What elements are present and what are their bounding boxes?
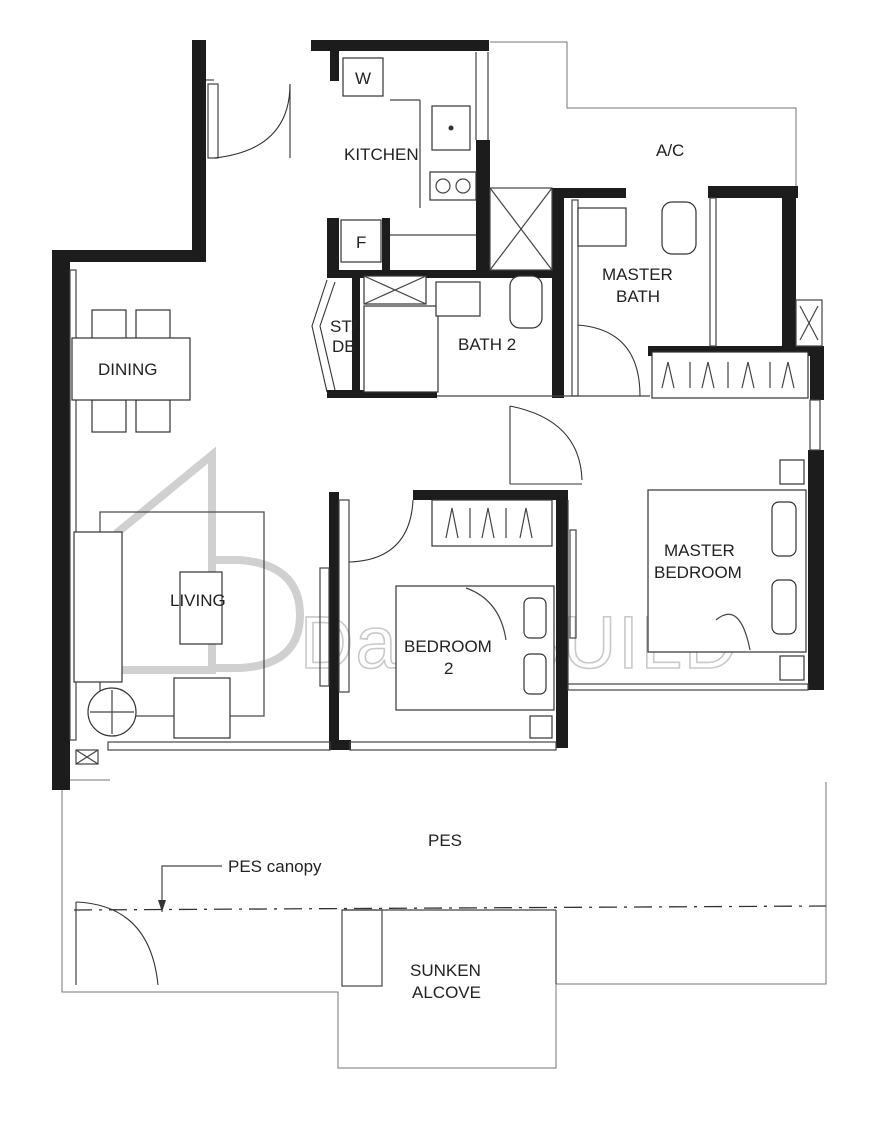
washer-label: W: [355, 69, 371, 88]
label-dining: DINING: [98, 360, 158, 379]
label-pes-canopy: PES canopy: [228, 857, 322, 876]
interior-lines: [69, 52, 823, 765]
label-master-bath-2: BATH: [616, 287, 660, 306]
master-bath-fittings: [577, 201, 809, 399]
stove-icon: [429, 171, 477, 201]
basin-icon: [577, 207, 627, 247]
toilet-icon: [661, 201, 697, 255]
label-sunken-1: SUNKEN: [410, 961, 481, 980]
bath2-fittings: [363, 275, 543, 393]
dining-set: [71, 309, 191, 433]
kitchen-fittings: W F: [340, 57, 477, 263]
wardrobe-icon: [431, 499, 553, 547]
label-master-bedroom-1: MASTER: [664, 541, 735, 560]
sofa: [73, 531, 123, 683]
label-living: LIVING: [170, 591, 226, 610]
fridge-label: F: [356, 233, 366, 252]
walls: [52, 40, 824, 790]
label-bedroom2-2: 2: [444, 659, 453, 678]
doors: [75, 83, 641, 986]
living-set: [73, 511, 265, 739]
coffee-table: [179, 571, 223, 645]
basin-icon: [435, 281, 481, 317]
label-bath2: BATH 2: [458, 335, 516, 354]
armchair: [173, 677, 231, 739]
dining-table: [71, 337, 191, 401]
room-labels: KITCHEN A/C MASTER BATH ST/ DB BATH 2 DI…: [98, 141, 742, 1002]
label-ac: A/C: [656, 141, 684, 160]
pes-canopy: [73, 865, 827, 912]
fridge-icon: [340, 219, 382, 263]
label-kitchen: KITCHEN: [344, 145, 419, 164]
sunken-alcove: [341, 909, 557, 987]
label-pes: PES: [428, 831, 462, 850]
washer-icon: [342, 57, 384, 97]
bedroom2-set: [395, 499, 555, 739]
label-master-bedroom-2: BEDROOM: [654, 563, 742, 582]
label-store-1: ST/: [330, 317, 357, 336]
master-bedroom-set: [647, 459, 807, 681]
wardrobe-icon: [651, 351, 809, 399]
label-store-2: DB: [332, 337, 356, 356]
label-sunken-2: ALCOVE: [412, 983, 481, 1002]
label-bedroom2-1: BEDROOM: [404, 637, 492, 656]
toilet-icon: [509, 275, 543, 329]
label-master-bath-1: MASTER: [602, 265, 673, 284]
